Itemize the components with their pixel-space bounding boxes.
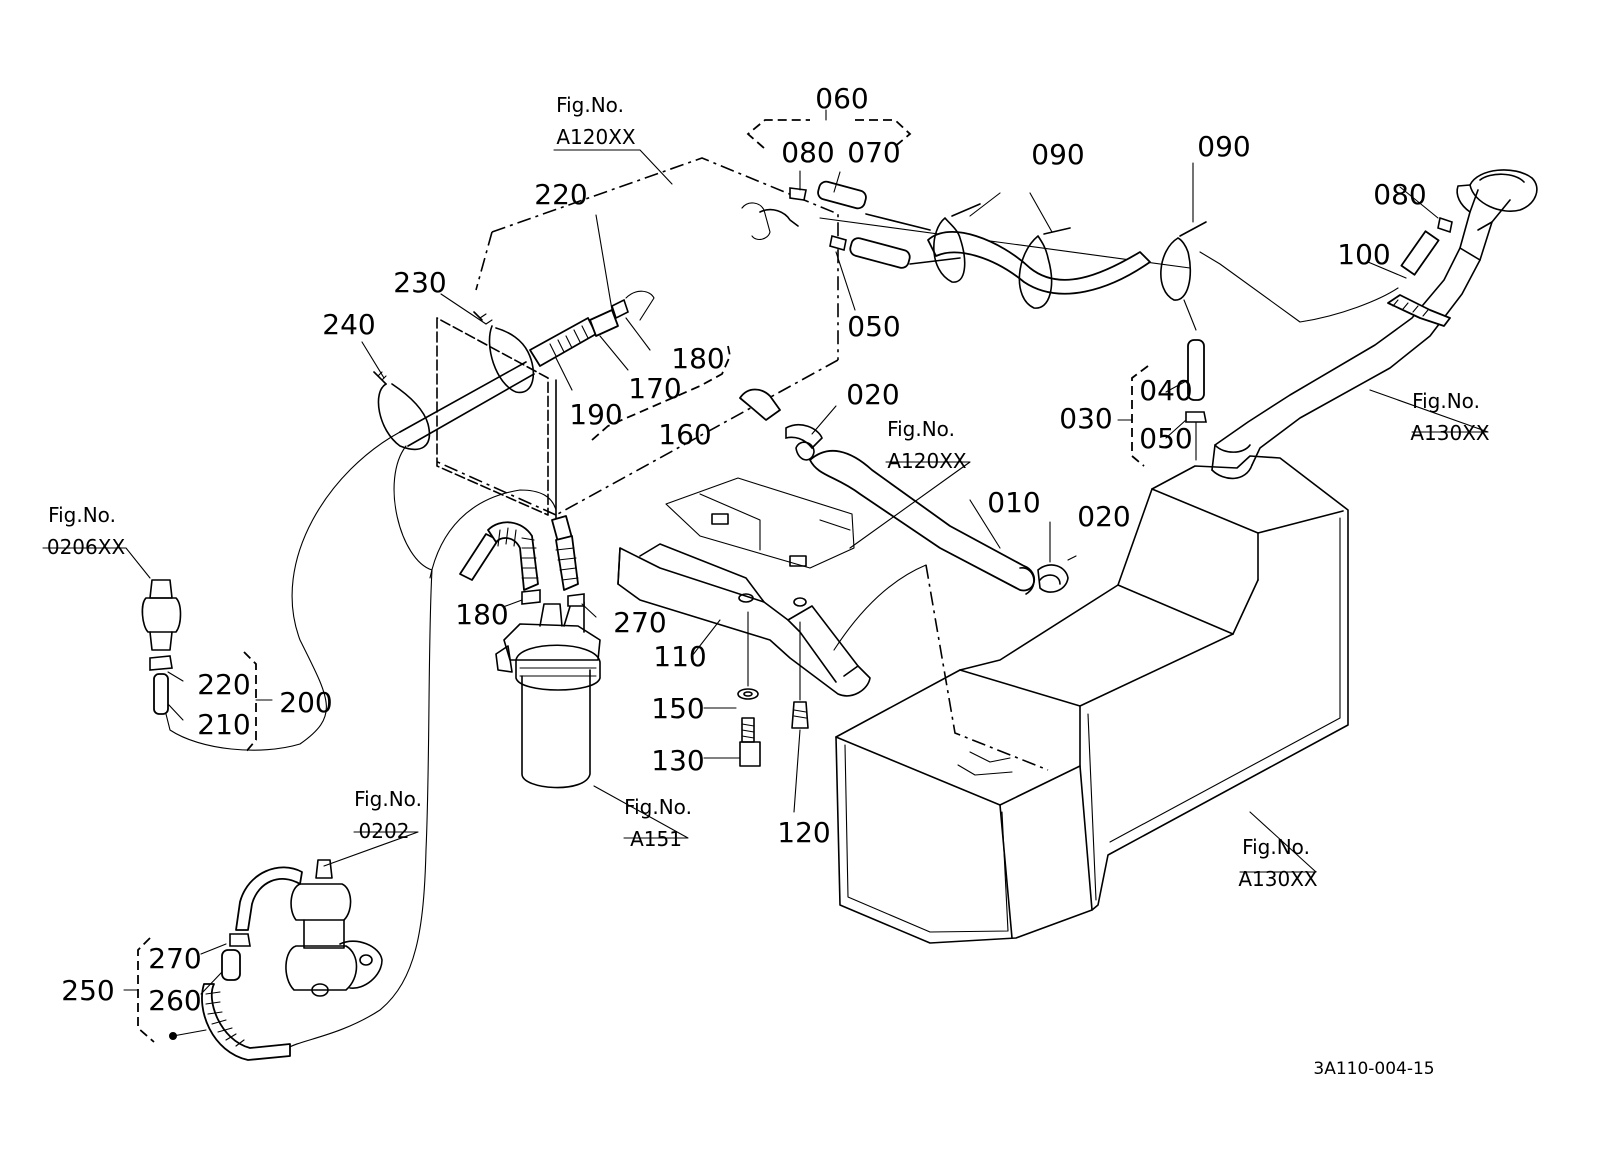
leader-lines [167, 162, 1439, 1040]
label-130: 130 [651, 744, 704, 777]
label-230: 230 [393, 266, 446, 299]
fuel-filter [495, 599, 601, 789]
label-040: 040 [1139, 374, 1192, 407]
fuel-lines [165, 431, 433, 1049]
fig-ref-code-0202: 0202 [359, 819, 410, 843]
fig-ref-code-a120-mid: A120XX [887, 449, 967, 473]
label-220-left: 220 [197, 668, 250, 701]
bolt-120 [791, 701, 809, 729]
label-070: 070 [847, 136, 900, 169]
fig-ref-prefix-a120-mid: Fig.No. [887, 417, 955, 441]
drawing-code: 3A110-004-15 [1313, 1059, 1434, 1079]
label-050-top: 050 [847, 310, 900, 343]
label-020-top: 020 [846, 378, 899, 411]
hose-assembly-160 [529, 290, 655, 367]
label-050-right: 050 [1139, 422, 1192, 455]
bolt-130 [739, 717, 761, 767]
label-180-mid: 180 [455, 598, 508, 631]
label-260: 260 [148, 984, 201, 1017]
fig-ref-prefix-a130-right: Fig.No. [1412, 389, 1480, 413]
frame-outline [432, 157, 1191, 519]
label-220-top: 220 [534, 178, 587, 211]
bracket-110 [617, 477, 927, 701]
strainer-assembly-200 [141, 579, 182, 715]
fuel-tank [835, 455, 1349, 944]
label-110: 110 [653, 640, 706, 673]
label-100: 100 [1337, 238, 1390, 271]
label-250: 250 [61, 974, 114, 1007]
return-pipe-040 [1185, 339, 1207, 461]
fig-ref-prefix-a120-top: Fig.No. [556, 93, 624, 117]
label-010: 010 [987, 486, 1040, 519]
label-170: 170 [628, 372, 681, 405]
label-270-mid: 270 [613, 606, 666, 639]
fuel-pump [201, 859, 383, 1061]
washer-150 [737, 688, 759, 700]
label-090-right: 090 [1197, 130, 1250, 163]
label-210: 210 [197, 708, 250, 741]
fig-ref-prefix-a130-bottom: Fig.No. [1242, 835, 1310, 859]
label-150: 150 [651, 692, 704, 725]
label-080-right: 080 [1373, 178, 1426, 211]
label-240: 240 [322, 308, 375, 341]
fig-ref-code-a151: A151 [630, 827, 682, 851]
label-090-left: 090 [1031, 138, 1084, 171]
label-020-right: 020 [1077, 500, 1130, 533]
group-brackets [123, 109, 1149, 1043]
breather-tube-100 [1199, 216, 1453, 327]
figure-ref-leaders [42, 149, 1489, 873]
label-080-top: 080 [781, 136, 834, 169]
fig-ref-code-a120-top: A120XX [556, 125, 636, 149]
figure-reference-labels: Fig.No. A120XX Fig.No. A120XX Fig.No. A1… [47, 93, 1490, 891]
fig-ref-code-a130-right: A130XX [1410, 421, 1490, 445]
label-180-top: 180 [671, 342, 724, 375]
fig-ref-prefix-0206: Fig.No. [48, 503, 116, 527]
corrugated-hoses [429, 489, 585, 607]
label-060: 060 [815, 82, 868, 115]
fuel-hose-010 [739, 388, 1077, 595]
part-number-labels: 060 080 070 090 090 080 100 220 230 240 … [61, 82, 1426, 1017]
filler-neck [1211, 169, 1538, 480]
label-120: 120 [777, 816, 830, 849]
label-200: 200 [279, 686, 332, 719]
feed-pipe-left [373, 311, 535, 451]
label-190: 190 [569, 398, 622, 431]
label-270-bottom: 270 [148, 942, 201, 975]
fig-ref-prefix-0202: Fig.No. [354, 787, 422, 811]
label-160: 160 [658, 418, 711, 451]
return-hose-assembly [741, 180, 1207, 331]
fig-ref-code-a130-bottom: A130XX [1238, 867, 1318, 891]
label-030: 030 [1059, 402, 1112, 435]
fig-ref-prefix-a151: Fig.No. [624, 795, 692, 819]
fig-ref-code-0206: 0206XX [47, 535, 126, 559]
